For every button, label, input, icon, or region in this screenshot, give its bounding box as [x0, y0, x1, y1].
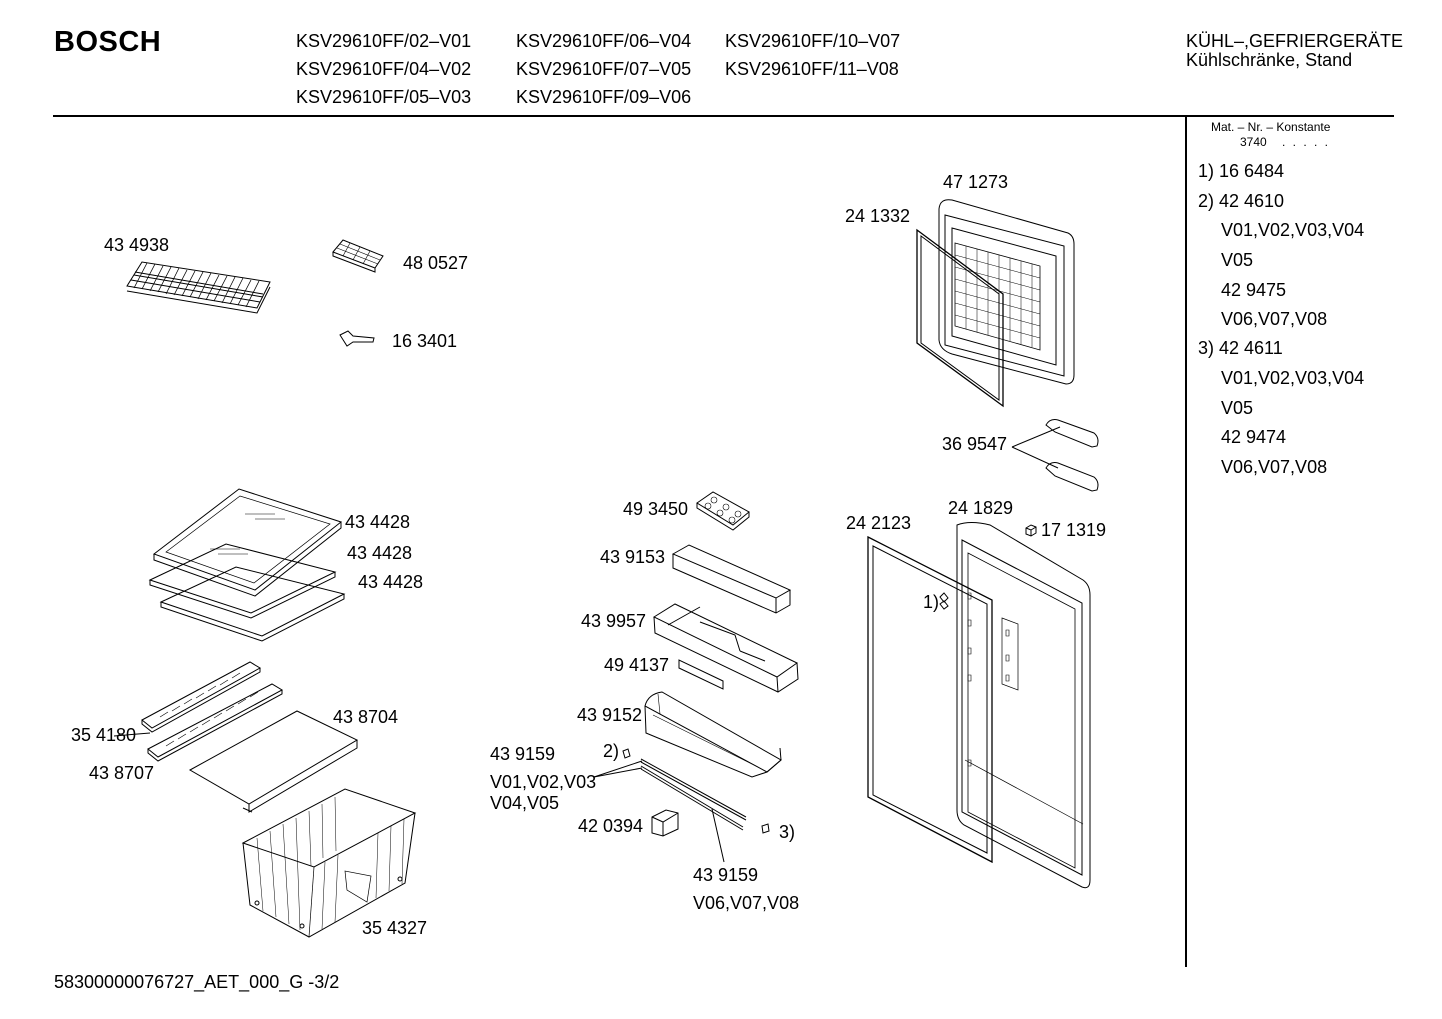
- bracket: [652, 810, 678, 836]
- part-number: 43 9957: [581, 611, 647, 631]
- sidebar-divider: [1185, 115, 1187, 967]
- clip-icon: [623, 749, 630, 758]
- part-number: 24 2123: [846, 513, 912, 533]
- sidebar-line: V01,V02,V03,V04: [1221, 368, 1365, 388]
- part-number: 36 9547: [942, 434, 1008, 454]
- retainer-bar: [594, 759, 746, 862]
- sidebar-line: V06,V07,V08: [1221, 309, 1328, 329]
- freezer-door: [939, 200, 1074, 384]
- model-number: KSV29610FF/04–V02: [296, 59, 472, 79]
- part-number: 47 1273: [943, 172, 1009, 192]
- reference-marker: 3): [779, 822, 796, 842]
- part-number: 49 4137: [604, 655, 670, 675]
- ice-tray: [333, 240, 383, 272]
- model-number: KSV29610FF/11–V08: [725, 59, 899, 79]
- document-id: 58300000076727_AET_000_G -3/2: [54, 972, 340, 992]
- part-number: 43 9159: [693, 865, 759, 885]
- sidebar-line: 3) 42 4611: [1198, 338, 1283, 358]
- crisper-rail: [114, 662, 282, 761]
- header-divider: [53, 115, 1394, 117]
- sidebar-line: 1) 16 6484: [1198, 161, 1285, 181]
- reference-marker: 1): [923, 592, 940, 612]
- sidebar-line: V05: [1221, 250, 1254, 270]
- brand-logo: BOSCH: [54, 26, 162, 58]
- crisper-drawer: [243, 789, 415, 937]
- category-title: KÜHL–,GEFRIERGERÄTE: [1186, 31, 1404, 51]
- model-number: KSV29610FF/06–V04: [516, 31, 692, 51]
- fridge-gasket: [868, 537, 992, 862]
- sidebar-line: 2) 42 4610: [1198, 191, 1285, 211]
- material-number-title: Mat. – Nr. – Konstante: [1211, 120, 1331, 134]
- part-number: 35 4327: [362, 918, 428, 938]
- category-subtitle: Kühlschränke, Stand: [1186, 50, 1353, 70]
- material-number-dots: . . . . .: [1282, 135, 1331, 149]
- part-number: 48 0527: [403, 253, 469, 273]
- part-number: 16 3401: [392, 331, 458, 351]
- part-number: 43 4428: [345, 512, 411, 532]
- sidebar-line: 42 9475: [1221, 280, 1287, 300]
- part-number: 24 1829: [948, 498, 1014, 518]
- door-shelf-divider: [654, 604, 798, 692]
- part-number: 43 4428: [347, 543, 413, 563]
- part-number: 43 8707: [89, 763, 155, 783]
- sidebar-line: V01,V02,V03,V04: [1221, 220, 1365, 240]
- key-icon: [340, 331, 374, 346]
- clip-icon: [762, 824, 769, 833]
- part-number: 43 8704: [333, 707, 399, 727]
- part-number: 42 0394: [578, 816, 644, 836]
- glass-shelf: [150, 489, 344, 641]
- wire-shelf: [127, 262, 270, 313]
- door-handle: [1012, 420, 1098, 491]
- fridge-door: [957, 523, 1090, 888]
- part-number: 43 9153: [600, 547, 666, 567]
- part-number: 43 9152: [577, 705, 643, 725]
- label-plate: [679, 660, 723, 689]
- part-number: 43 4938: [104, 235, 170, 255]
- variant-label: V01,V02,V03: [490, 772, 597, 792]
- hinge-clip-icon: [940, 593, 948, 609]
- model-number: KSV29610FF/05–V03: [296, 87, 472, 107]
- variant-label: V06,V07,V08: [693, 893, 800, 913]
- model-number: KSV29610FF/10–V07: [725, 31, 901, 51]
- variant-label: V04,V05: [490, 793, 560, 813]
- part-number: 49 3450: [623, 499, 689, 519]
- door-shelf: [673, 545, 790, 613]
- sidebar-line: 42 9474: [1221, 427, 1287, 447]
- crisper-glass: [190, 711, 357, 812]
- part-number: 17 1319: [1041, 520, 1107, 540]
- model-number: KSV29610FF/02–V01: [296, 31, 472, 51]
- part-number: 24 1332: [845, 206, 911, 226]
- material-number-value: 3740: [1240, 135, 1267, 149]
- bottle-shelf: [645, 692, 781, 777]
- part-number: 35 4180: [71, 725, 137, 745]
- model-number: KSV29610FF/07–V05: [516, 59, 692, 79]
- cube-icon: [1026, 525, 1036, 536]
- sidebar-line: V06,V07,V08: [1221, 457, 1328, 477]
- part-number: 43 4428: [358, 572, 424, 592]
- sidebar-line: V05: [1221, 398, 1254, 418]
- freezer-gasket: [917, 230, 1003, 406]
- reference-marker: 2): [603, 741, 620, 761]
- egg-tray: [697, 492, 749, 530]
- part-number: 43 9159: [490, 744, 556, 764]
- model-number: KSV29610FF/09–V06: [516, 87, 692, 107]
